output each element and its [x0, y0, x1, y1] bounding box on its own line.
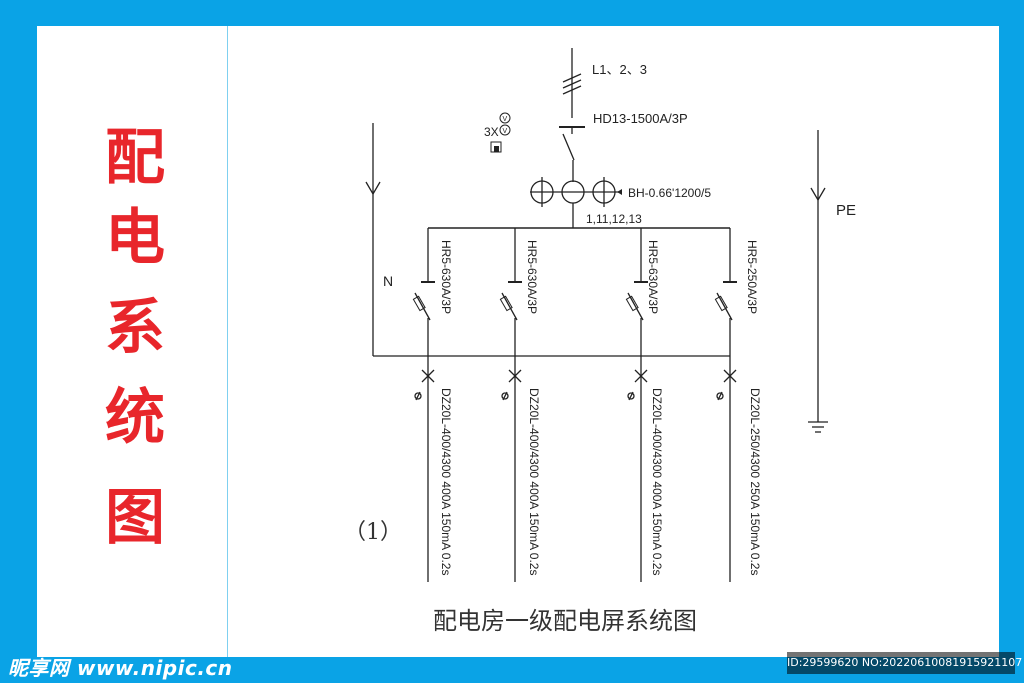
breaker-contact-icon [716, 392, 724, 400]
drawing-panel [37, 26, 999, 657]
fuse-icon [412, 295, 426, 312]
ct-label: BH-0.66'1200/5 [628, 186, 711, 200]
side-title-char-2: 电 [105, 203, 165, 273]
voltmeter-icon [499, 112, 511, 124]
branch-1 [412, 228, 435, 582]
pe-label: PE [836, 202, 856, 219]
fuse-icon [625, 295, 639, 312]
breaker-contact-icon [414, 392, 422, 400]
panel-separator [227, 26, 228, 657]
branch-3-fuse-label: HR5-630A/3P [646, 240, 660, 314]
image-id-watermark: ID:29599620 NO:20220610081915921107 [787, 652, 1022, 674]
branch-1-fuse-label: HR5-630A/3P [439, 240, 453, 314]
branch-3-breaker-label: DZ20L-400/4300 400A 150mA 0.2s [650, 388, 664, 575]
figure-number: （1） [344, 520, 402, 545]
side-title-char-1: 配 [105, 123, 165, 193]
breaker-contact-icon [501, 392, 509, 400]
fuse-icon [714, 295, 728, 312]
breaker-contact-icon [627, 392, 635, 400]
phase-tick [562, 73, 582, 83]
phase-tick [562, 79, 582, 89]
site-watermark: 昵享网 www.nipic.cn [8, 656, 233, 680]
svg-text:V: V [503, 116, 508, 123]
neutral-label: N [383, 273, 393, 289]
ct-numbers-label: 1,11,12,13 [586, 212, 642, 226]
branch-2-breaker-label: DZ20L-400/4300 400A 150mA 0.2s [527, 388, 541, 575]
branch-4 [714, 228, 737, 582]
side-title-char-5: 图 [105, 483, 165, 553]
side-title-char-4: 统 [105, 383, 165, 453]
branch-2-fuse-label: HR5-630A/3P [525, 240, 539, 314]
main-switch-label: HD13-1500A/3P [593, 111, 688, 126]
branch-4-breaker-label: DZ20L-250/4300 250A 150mA 0.2s [748, 388, 762, 575]
diagram-caption: 配电房一级配电屏系统图 [433, 607, 697, 635]
side-title-char-3: 系 [105, 293, 165, 363]
neutral-arrow-icon [365, 181, 381, 196]
ammeter-icon [499, 124, 511, 136]
svg-text:V: V [503, 128, 508, 135]
meter-count-label: 3X [484, 125, 499, 139]
phase-tick [562, 85, 582, 95]
switch-blade [562, 133, 575, 161]
fuse-icon [499, 295, 513, 312]
pe-arrow-icon [810, 187, 826, 202]
branch-3 [625, 228, 648, 582]
branch-4-fuse-label: HR5-250A/3P [745, 240, 759, 314]
branch-1-breaker-label: DZ20L-400/4300 400A 150mA 0.2s [439, 388, 453, 575]
branch-2 [499, 228, 522, 582]
phase-label: L1、2、3 [592, 62, 647, 77]
